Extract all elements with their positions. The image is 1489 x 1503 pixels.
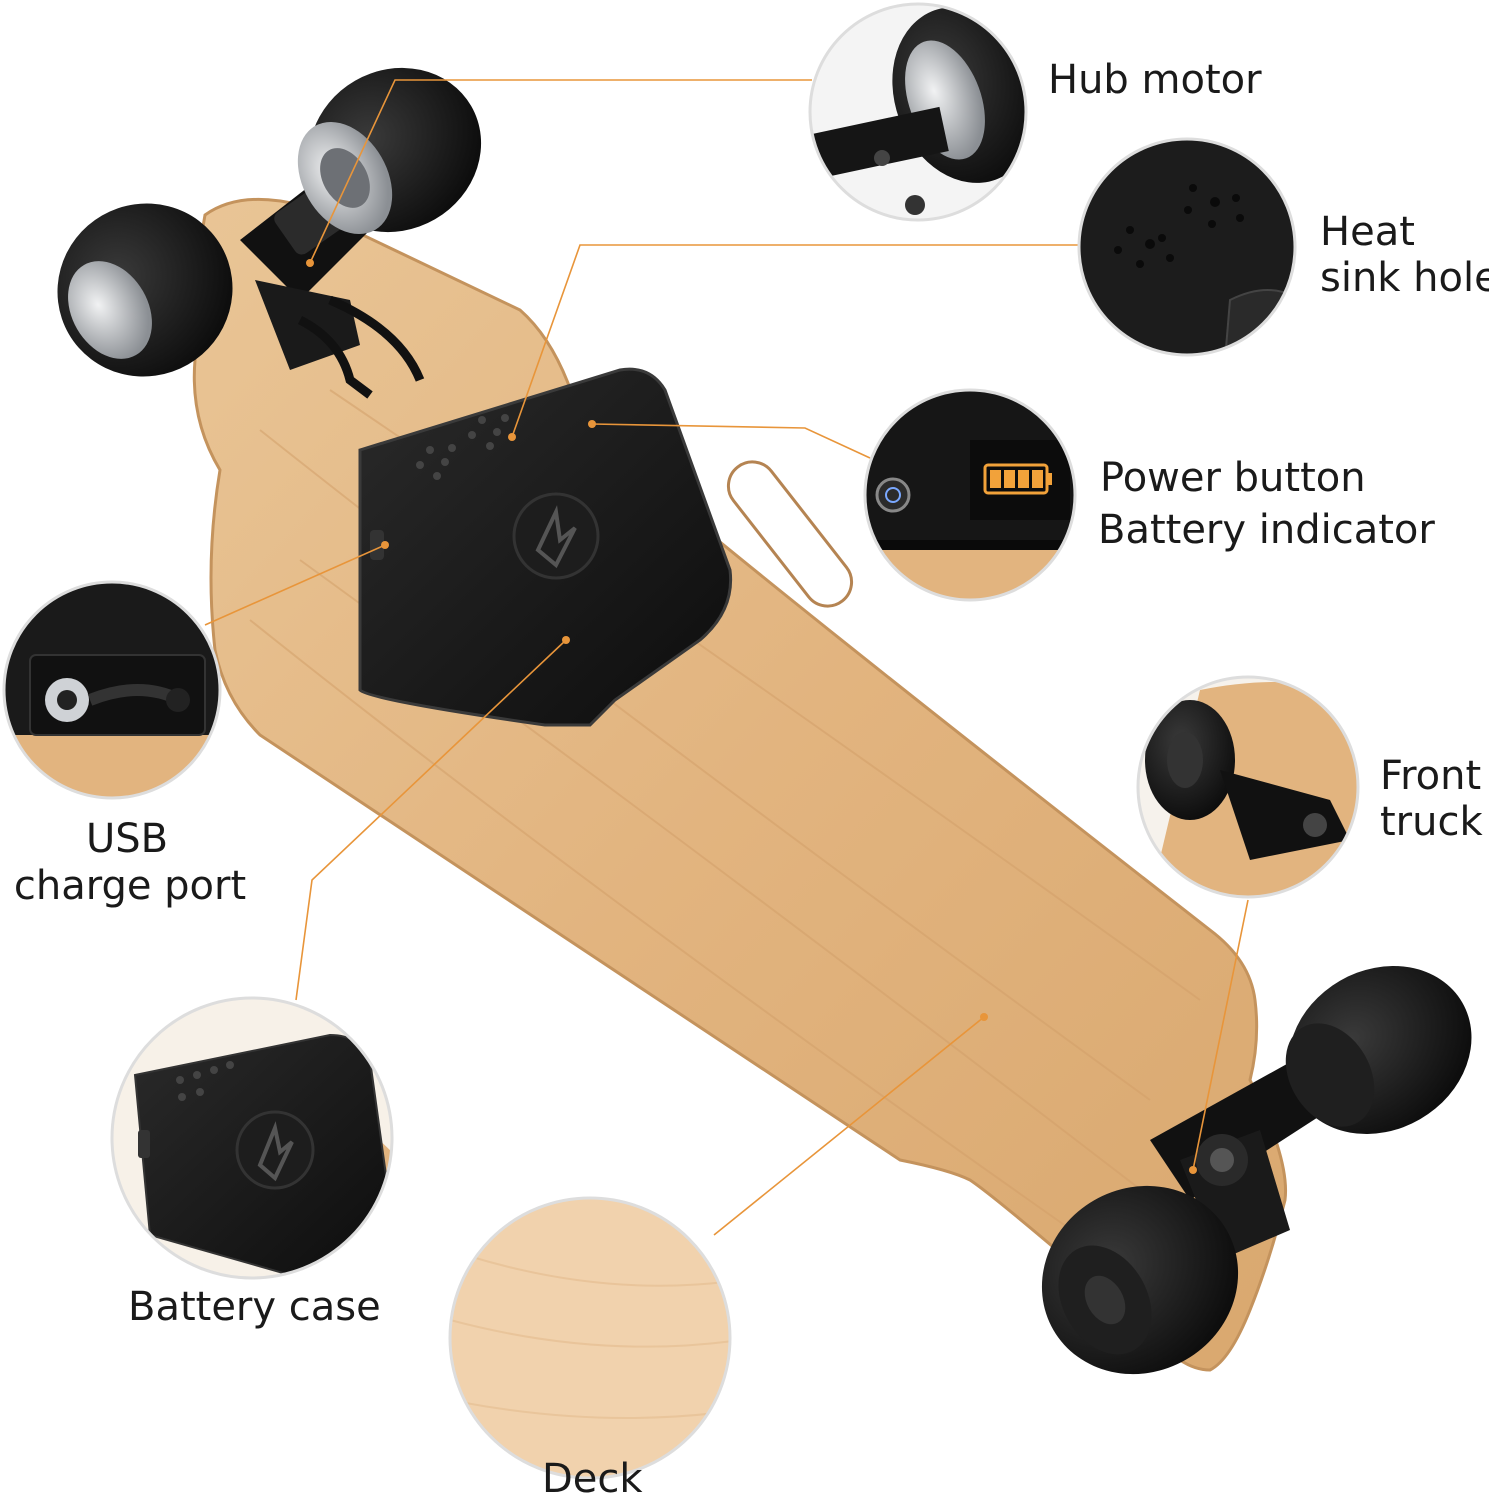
label-usb-line2: charge port [13, 863, 247, 909]
label-heat-sink-line1: Heat [1320, 209, 1415, 255]
callout-dots [306, 259, 1197, 1174]
battery-bar [1004, 470, 1015, 488]
callout-line-hub-motor [309, 79, 812, 264]
callout-line-power [591, 423, 871, 459]
callout-line-usb [204, 544, 386, 626]
label-hub-motor: Hub motor [1048, 57, 1262, 103]
battery-bar [1018, 470, 1029, 488]
zoom-circle-power [863, 388, 1077, 602]
callout-line-battery-case [295, 639, 567, 1001]
zoom-circle-hub-motor [808, 2, 1028, 222]
battery-bar [1032, 470, 1043, 488]
deck-handle-slot [726, 460, 854, 608]
callout-line-deck [713, 1016, 985, 1236]
battery-case-main [358, 367, 733, 727]
label-power-button: Power button [1100, 455, 1366, 501]
label-battery-indicator: Battery indicator [1098, 507, 1435, 553]
callout-lines [204, 79, 1249, 1236]
label-usb-line1: USB [85, 816, 169, 862]
front-wheel-top [1285, 965, 1472, 1135]
label-front-truck-line2: truck [1380, 799, 1483, 845]
zoom-circle-usb [2, 580, 222, 800]
front-wheel-bottom [1041, 1185, 1239, 1375]
zoom-circle-battery-case [110, 996, 394, 1280]
label-deck: Deck [542, 1456, 643, 1502]
label-front-truck-line1: Front [1380, 753, 1482, 799]
label-battery-case: Battery case [128, 1284, 381, 1330]
zoom-circle-deck [448, 1196, 732, 1480]
rear-wheel-top [297, 67, 482, 235]
zoom-circle-heat-sink [1077, 137, 1297, 357]
rear-wheel-bottom [57, 203, 233, 377]
label-heat-sink-line2: sink hole [1320, 255, 1489, 301]
main-skateboard [57, 67, 1472, 1375]
power-button-icon [875, 477, 911, 513]
callout-line-front-truck [1192, 899, 1249, 1171]
battery-bar [990, 470, 1001, 488]
zoom-circle-front-truck [1136, 675, 1360, 899]
callout-line-heat-sink [511, 244, 1082, 438]
